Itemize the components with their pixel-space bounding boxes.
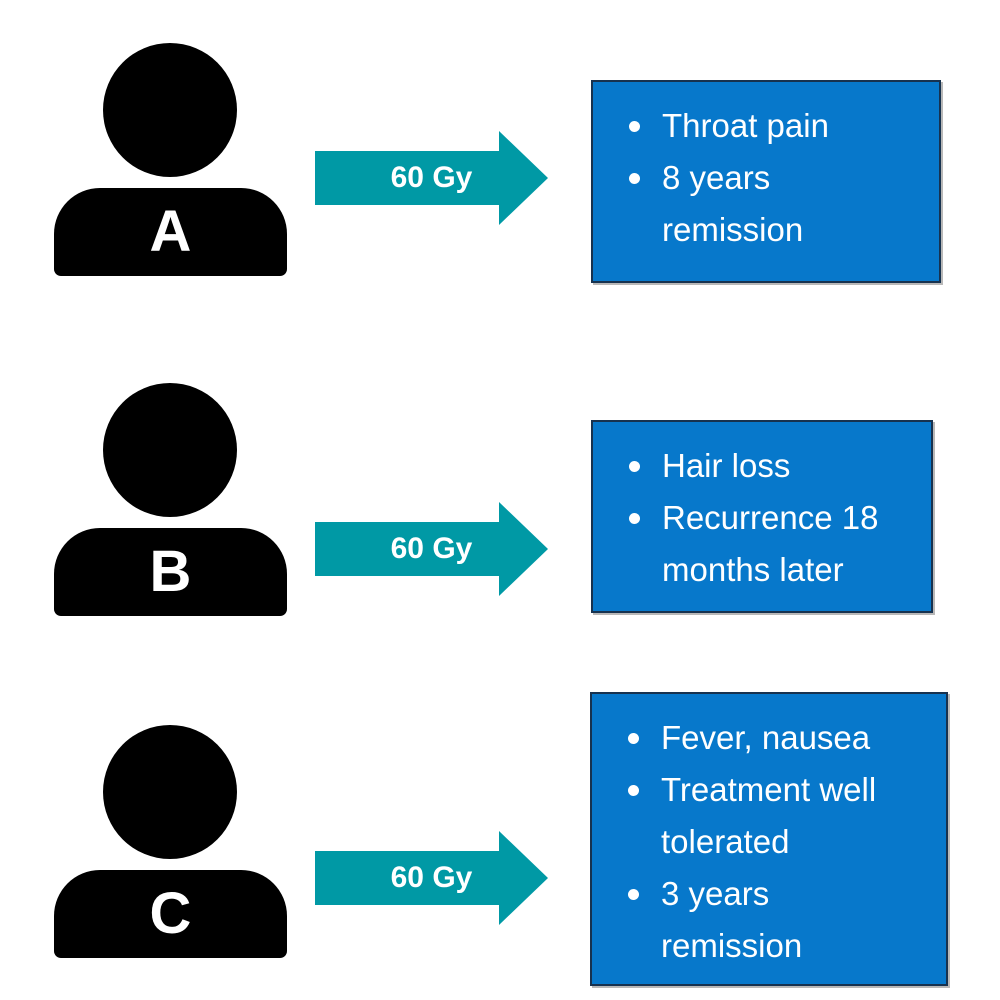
outcome-item: Throat pain <box>629 100 925 152</box>
arrow-tip <box>499 502 548 596</box>
outcome-item: Hair loss <box>629 440 917 492</box>
dose-label: 60 Gy <box>390 532 473 565</box>
outcome-item: Treatment well tolerated <box>628 764 932 868</box>
person-body-icon: A <box>54 188 287 276</box>
person-body-icon: C <box>54 870 287 958</box>
dose-arrow-icon: 60 Gy <box>315 131 548 225</box>
outcome-item: 8 years remission <box>629 152 925 256</box>
arrow-tip <box>499 131 548 225</box>
arrow-tip <box>499 831 548 925</box>
patient-label: A <box>149 199 192 264</box>
outcome-item: Fever, nausea <box>628 712 932 764</box>
patient-label: C <box>149 881 192 946</box>
dose-arrow-icon: 60 Gy <box>315 502 548 596</box>
dose-arrow-icon: 60 Gy <box>315 831 548 925</box>
arrow-shaft <box>315 151 499 205</box>
outcome-item: Recurrence 18 months later <box>629 492 917 596</box>
patient-label: B <box>149 539 192 604</box>
person-head-icon <box>103 725 237 859</box>
dose-label: 60 Gy <box>390 861 473 894</box>
person-head-icon <box>103 383 237 517</box>
arrow-shaft <box>315 851 499 905</box>
outcome-item: 3 years remission <box>628 868 932 972</box>
person-head-icon <box>103 43 237 177</box>
arrow-shaft <box>315 522 499 576</box>
person-body-icon: B <box>54 528 287 616</box>
dose-label: 60 Gy <box>390 161 473 194</box>
